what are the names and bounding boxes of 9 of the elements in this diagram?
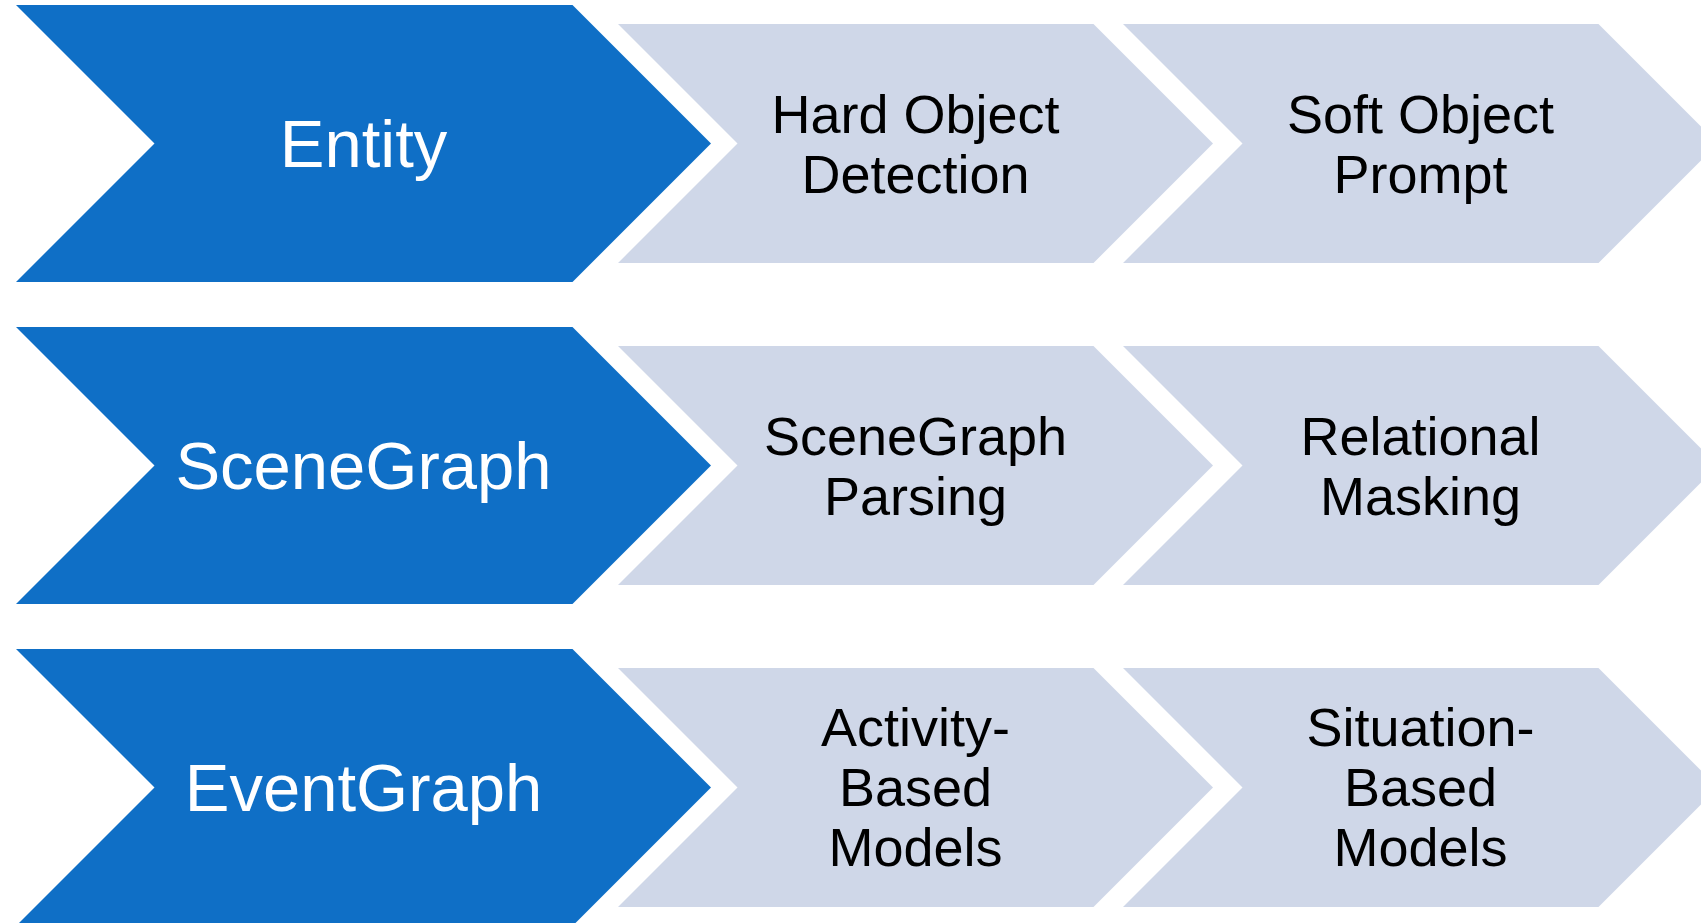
stage-label: SceneGraph Parsing: [762, 405, 1069, 526]
stage-label: Soft Object Prompt: [1285, 83, 1556, 204]
stage-label: EventGraph: [183, 750, 544, 825]
stage-label: Hard Object Detection: [770, 83, 1061, 204]
stage-label: Activity-Based Models: [820, 696, 1011, 879]
stage-label: Relational Masking: [1299, 405, 1542, 526]
stage-label: Entity: [278, 106, 449, 181]
stage-label: SceneGraph: [174, 428, 553, 503]
stage-label: Situation-Based Models: [1305, 696, 1536, 879]
